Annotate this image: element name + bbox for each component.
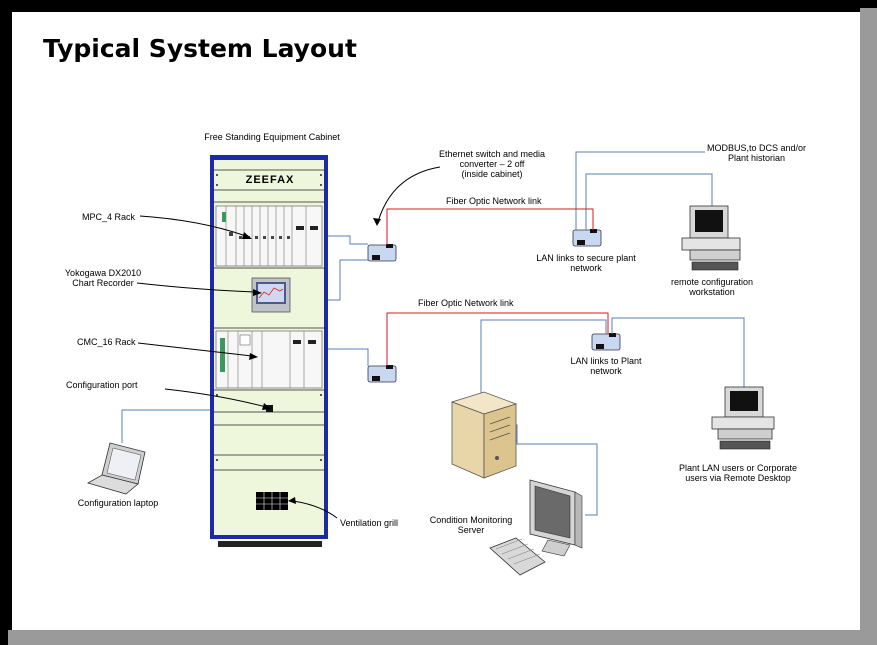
cms-label-2: Server — [457, 525, 485, 535]
yokogawa-label-1: Yokogawa DX2010 — [64, 268, 142, 278]
fiber-label-bottom: Fiber Optic Network link — [418, 298, 514, 308]
fiber-links — [386, 208, 609, 366]
slide — [12, 12, 860, 630]
slide-title: Typical System Layout — [43, 34, 357, 63]
arrow-heads — [242, 218, 381, 504]
switch-label-3: (inside cabinet) — [461, 169, 523, 179]
remote-ws-label-2: workstation — [689, 287, 735, 297]
config-port-label: Configuration port — [66, 380, 138, 390]
switch-label-2: converter – 2 off — [459, 159, 525, 169]
cabinet-label: Free Standing Equipment Cabinet — [204, 132, 340, 142]
modbus-label-2: Plant historian — [728, 153, 786, 163]
remote-workstation — [681, 205, 741, 271]
lan-secure-label-2: network — [570, 263, 602, 273]
plant-users-label-1: Plant LAN users or Corporate — [678, 463, 798, 473]
mpc4-rack — [215, 205, 323, 267]
cmc-rack-label: CMC_16 Rack — [77, 337, 136, 347]
plant-users-label-2: users via Remote Desktop — [685, 473, 791, 483]
fiber-label-top: Fiber Optic Network link — [446, 196, 542, 206]
switch-bottom — [367, 365, 397, 383]
server-tower — [450, 391, 518, 479]
lan-plant-label-2: network — [590, 366, 622, 376]
cms-label-1: Condition Monitoring — [429, 515, 513, 525]
switch-plant-lan — [591, 333, 621, 351]
slide-shadow-bottom — [8, 630, 877, 645]
plant-user-pc — [711, 386, 775, 450]
slide-shadow-right — [860, 8, 877, 645]
mpc-rack-label: MPC_4 Rack — [82, 212, 136, 222]
config-laptop-icon — [86, 442, 146, 495]
annotation-arrows — [136, 166, 441, 519]
yokogawa-label-2: Chart Recorder — [72, 278, 134, 288]
remote-ws-label-1: remote configuration — [670, 277, 754, 287]
ventilation-grill — [256, 492, 288, 510]
ventilation-label: Ventilation grill — [340, 518, 399, 528]
zeefax-label: ZEEFAX — [245, 174, 295, 186]
modbus-label-1: MODBUS,to DCS and/or — [707, 143, 807, 153]
config-laptop-label: Configuration laptop — [77, 498, 159, 508]
cmc16-rack — [215, 330, 323, 389]
switch-secure-lan — [572, 229, 602, 247]
lan-secure-label-1: LAN links to secure plant — [536, 253, 636, 263]
switch-top — [367, 244, 397, 262]
cms-monitor — [489, 479, 583, 576]
chart-recorder — [251, 277, 291, 313]
lan-plant-label-1: LAN links to Plant — [570, 356, 642, 366]
switch-label-1: Ethernet switch and media — [438, 149, 546, 159]
